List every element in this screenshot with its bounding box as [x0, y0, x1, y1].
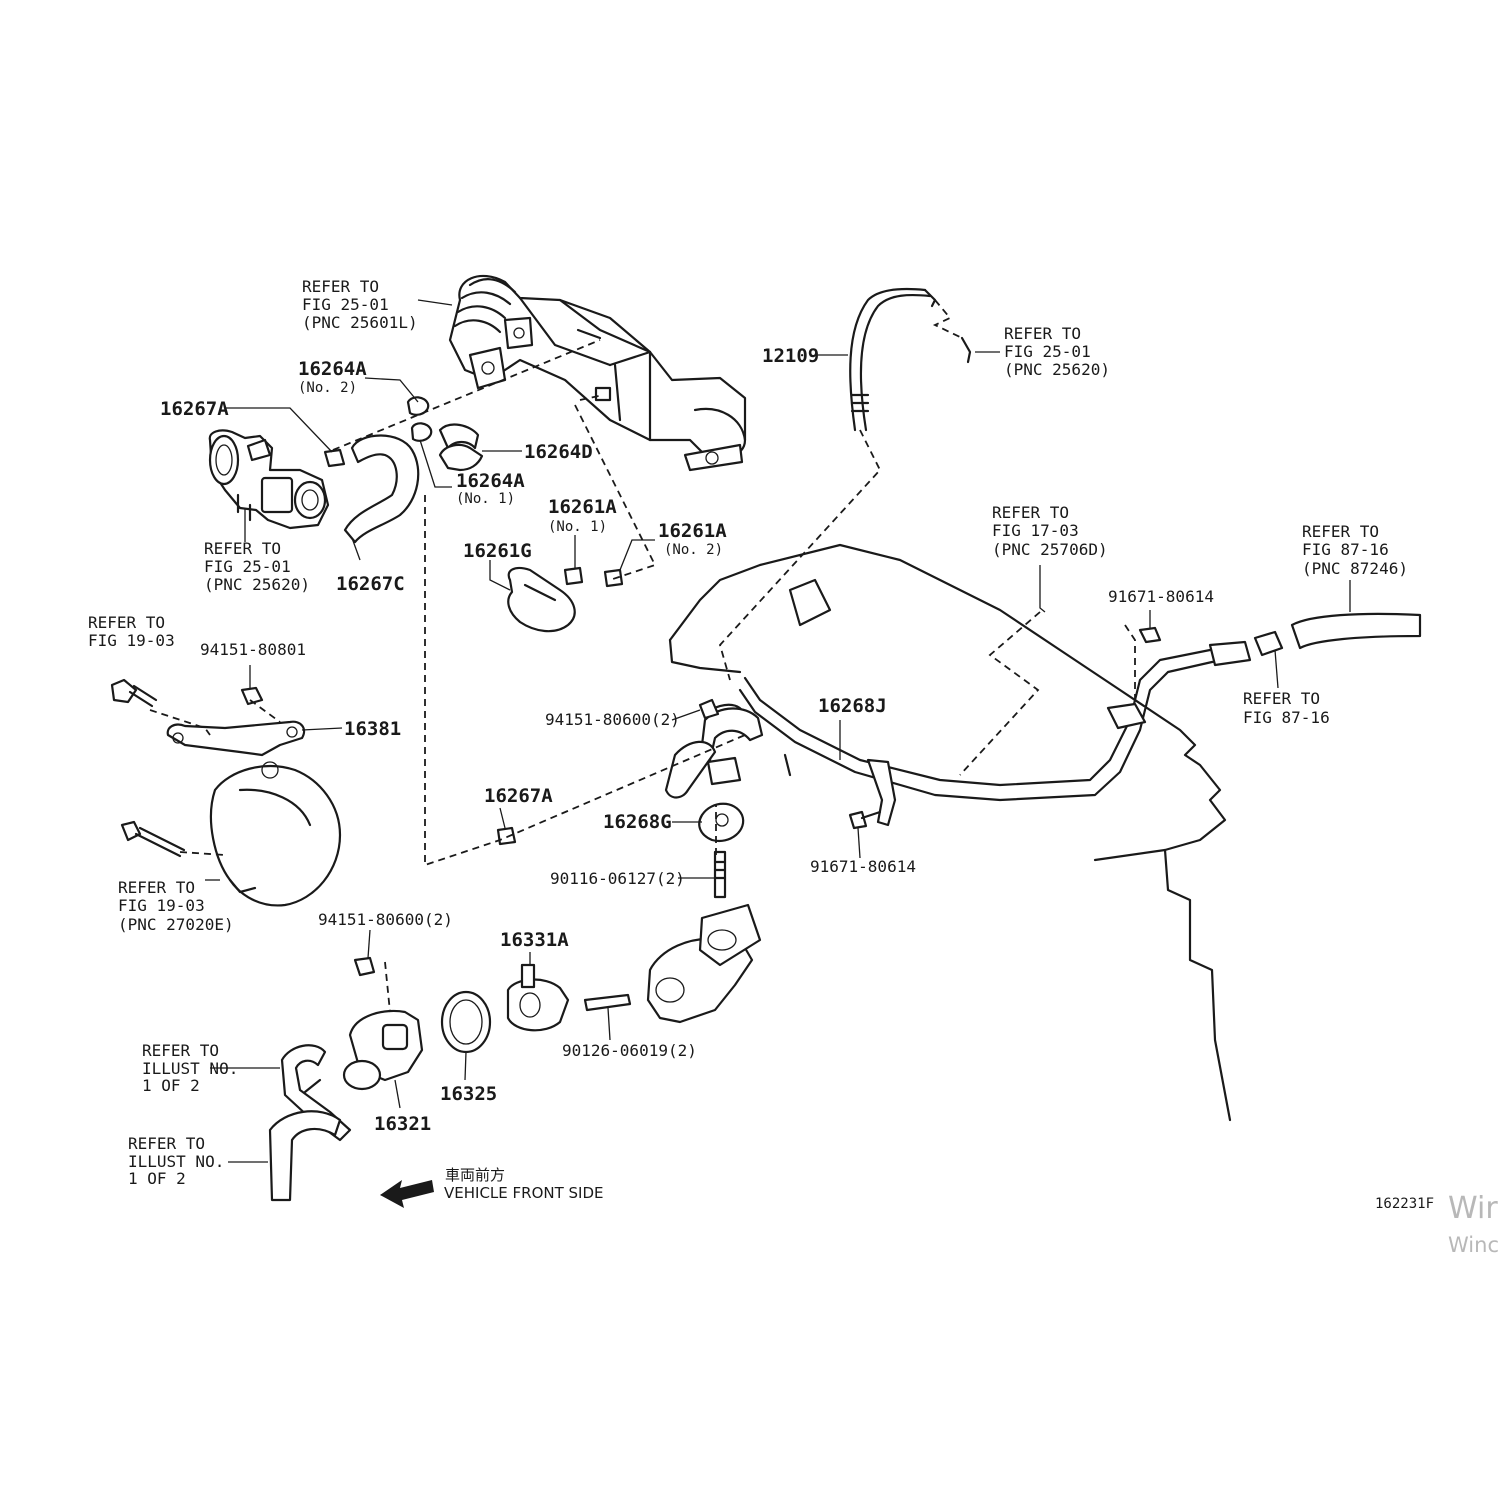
thermostat-housing	[646, 903, 762, 1024]
ref-illust-b-line1: REFER TO	[128, 1134, 205, 1153]
part-91671-80614-top: 91671-80614	[1108, 587, 1214, 606]
ref-fig87-top-line1: REFER TO	[1302, 522, 1379, 541]
ref-fig19-pump-line1: REFER TO	[118, 878, 195, 897]
gasket-16325	[440, 990, 492, 1054]
ref-illust-b-line3: 1 OF 2	[128, 1169, 186, 1188]
ref-cable-top-line2: FIG 25-01	[1004, 342, 1091, 361]
ref-egr-hose-line3: (PNC 25601L)	[302, 313, 418, 332]
leader-lines	[205, 299, 1351, 1163]
inlet-housing-16321	[342, 956, 424, 1091]
part-16268j: 16268J	[818, 695, 887, 717]
ref-fig87-clamp-line2: FIG 87-16	[1243, 708, 1330, 727]
hose-clamps-top	[323, 396, 480, 468]
ref-fig19-bolt-line2: FIG 19-03	[88, 631, 175, 650]
part-91671-80614-bottom: 91671-80614	[810, 857, 916, 876]
part-12109: 12109	[762, 345, 819, 367]
part-16264a-no1-sub: (No. 1)	[456, 491, 515, 507]
hose-16264d	[438, 443, 484, 472]
ref-egr-hose-line1: REFER TO	[302, 277, 379, 296]
part-16381: 16381	[344, 718, 401, 740]
ref-illust-b-line2: ILLUST NO.	[128, 1152, 224, 1171]
part-16264a-no2-sub: (No. 2)	[298, 380, 357, 396]
part-90116-06127: 90116-06127(2)	[550, 869, 685, 888]
part-16331a: 16331A	[500, 929, 569, 951]
pipe-16268j	[738, 612, 1422, 827]
dashed-lines	[149, 299, 1136, 1013]
ref-egr-valve-line3: (PNC 25620)	[204, 575, 310, 594]
hose-16267c	[343, 434, 420, 544]
part-16268g: 16268G	[603, 811, 672, 833]
ref-fig17-line1: REFER TO	[992, 503, 1069, 522]
part-16264d: 16264D	[524, 441, 593, 463]
part-16261a-no2-sub: (No. 2)	[664, 542, 723, 558]
front-label-en: VEHICLE FRONT SIDE	[444, 1184, 604, 1202]
engine-block	[668, 543, 1232, 1122]
lower-hoses	[268, 1044, 352, 1202]
ref-cable-top-line3: (PNC 25620)	[1004, 360, 1110, 379]
watermark-line2: Winc	[1448, 1233, 1499, 1257]
ref-egr-valve-line1: REFER TO	[204, 539, 281, 558]
ref-fig17-line2: FIG 17-03	[992, 521, 1079, 540]
part-94151-80801: 94151-80801	[200, 640, 306, 659]
stud-90126	[583, 993, 632, 1012]
ref-fig87-top-line3: (PNC 87246)	[1302, 559, 1408, 578]
labels: REFER TO FIG 25-01 (PNC 25601L) 16264A (…	[88, 277, 1499, 1257]
ref-fig87-clamp-line1: REFER TO	[1243, 689, 1320, 708]
part-16261g: 16261G	[463, 540, 532, 562]
part-16264a-no2: 16264A	[298, 358, 367, 380]
ref-fig17-line3: (PNC 25706D)	[992, 540, 1108, 559]
water-inlet	[496, 698, 882, 846]
bracket-16381	[110, 678, 306, 858]
part-16261a-no1: 16261A	[548, 496, 617, 518]
part-16267a-bottom: 16267A	[484, 785, 553, 807]
ref-cable-top-line1: REFER TO	[1004, 324, 1081, 343]
part-16267a-top: 16267A	[160, 398, 229, 420]
ref-egr-hose-line2: FIG 25-01	[302, 295, 389, 314]
part-16261a-no2: 16261A	[658, 520, 727, 542]
front-arrow-icon	[380, 1180, 434, 1208]
ref-illust-a-line3: 1 OF 2	[142, 1076, 200, 1095]
cable-12109	[849, 287, 972, 432]
part-94151-80600-low: 94151-80600(2)	[318, 910, 453, 929]
ref-illust-a-line1: REFER TO	[142, 1041, 219, 1060]
ref-illust-a-line2: ILLUST NO.	[142, 1059, 238, 1078]
ref-fig87-top-line2: FIG 87-16	[1302, 540, 1389, 559]
part-16321: 16321	[374, 1113, 431, 1135]
ref-egr-valve-line2: FIG 25-01	[204, 557, 291, 576]
part-16264a-no1: 16264A	[456, 470, 525, 492]
egr-cooler	[448, 274, 747, 472]
ref-fig19-pump-line2: FIG 19-03	[118, 896, 205, 915]
watermark-line1: Wir	[1448, 1191, 1498, 1226]
part-90126-06019: 90126-06019(2)	[562, 1041, 697, 1060]
stud-90116	[713, 850, 727, 899]
figure-code: 162231F	[1375, 1196, 1434, 1212]
front-label-jp: 車両前方	[445, 1166, 505, 1184]
part-16261a-no1-sub: (No. 1)	[548, 519, 607, 535]
hose-16261g	[507, 566, 624, 633]
ref-fig19-pump-line3: (PNC 27020E)	[118, 915, 234, 934]
ref-fig19-bolt-line1: REFER TO	[88, 613, 165, 632]
water-pump	[209, 761, 342, 907]
part-94151-80600-mid: 94151-80600(2)	[545, 710, 680, 729]
part-16325: 16325	[440, 1083, 497, 1105]
egr-valve	[208, 429, 330, 530]
thermostat-16331a	[506, 963, 570, 1032]
part-16267c: 16267C	[336, 573, 405, 595]
